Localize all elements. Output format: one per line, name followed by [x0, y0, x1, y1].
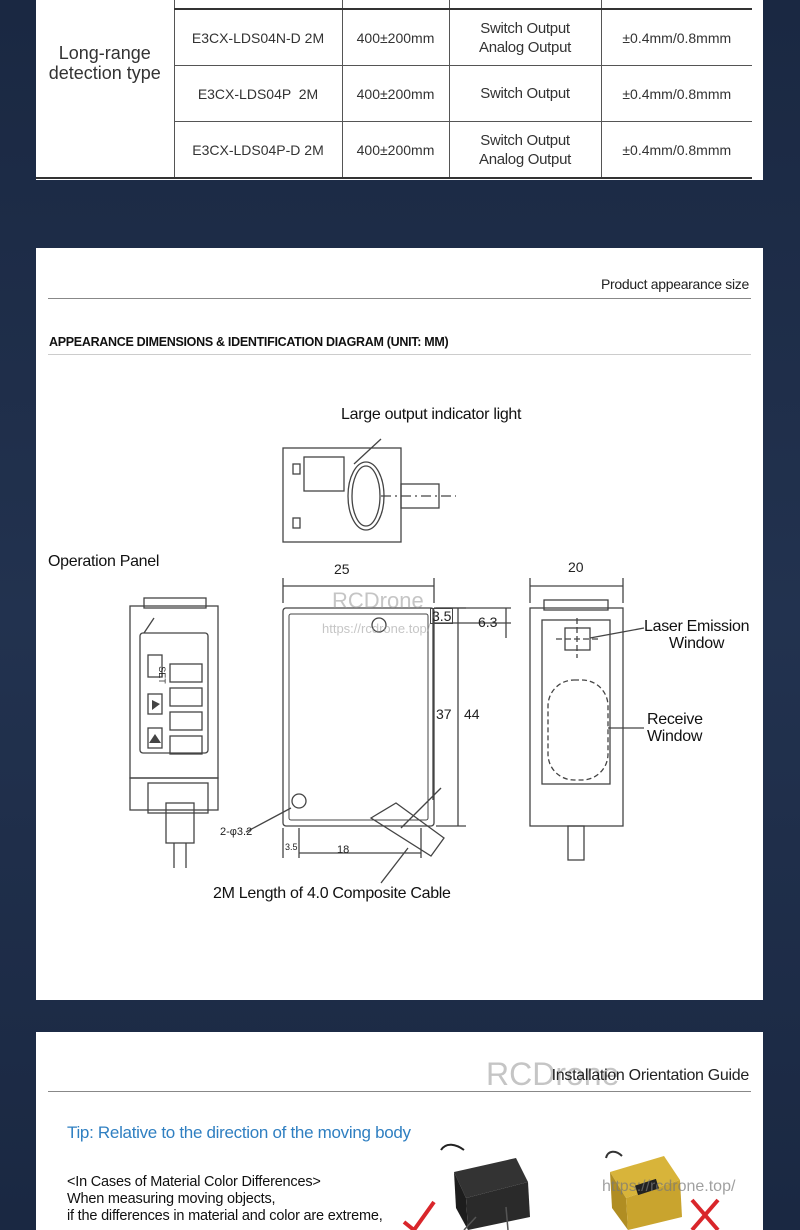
dim-hole: 2-φ3.2: [220, 826, 253, 838]
output-cell: Switch Output Analog Output: [449, 121, 602, 179]
dim-37: 37: [436, 706, 452, 722]
table-row: [36, 0, 752, 10]
body-line: if the differences in material and color…: [67, 1208, 383, 1224]
cable-label: 2M Length of 4.0 Composite Cable: [213, 885, 451, 902]
indicator-light-label: Large output indicator light: [341, 406, 522, 423]
watermark-brand: RCDrone: [332, 588, 424, 613]
detection-type-label: Long-range detection type: [36, 9, 175, 179]
dimensions-panel: Product appearance size APPEARANCE DIMEN…: [36, 248, 763, 1000]
dim-width-side: 20: [568, 559, 584, 575]
sensor-correct-image: [440, 1143, 530, 1230]
dim-18: 18: [337, 844, 350, 856]
model-cell: E3CX-LDS04P 2M: [174, 65, 343, 122]
model-cell: E3CX-LDS04P-D 2M: [174, 121, 343, 179]
divider: [48, 354, 751, 355]
divider: [48, 1091, 751, 1092]
dim-3-5: 3.5: [430, 608, 454, 624]
accuracy-cell: ±0.4mm/0.8mmm: [601, 121, 752, 179]
laser-window-label: Laser Emission Window: [644, 618, 750, 652]
installation-panel: RCDrone Installation Orientation Guide T…: [36, 1032, 763, 1230]
accuracy-cell: ±0.4mm/0.8mmm: [601, 65, 752, 122]
dimension-drawing: [129, 438, 645, 884]
output-cell: Switch Output Analog Output: [449, 9, 602, 66]
set-button-label: SET: [156, 666, 167, 684]
table-row: Long-range detection type E3CX-LDS04N-D …: [36, 9, 752, 179]
diagram-heading: APPEARANCE DIMENSIONS & IDENTIFICATION D…: [49, 335, 449, 349]
model-cell: E3CX-LDS04N-D 2M: [174, 9, 343, 66]
body-line: When measuring moving objects,: [67, 1191, 276, 1207]
accuracy-cell: ±0.4mm/0.8mmm: [601, 9, 752, 66]
section-title: Installation Orientation Guide: [551, 1067, 750, 1084]
watermark-url: https://rcdrone.top/: [602, 1178, 736, 1195]
table-row: E3CX-LDS04P 2M 400±200mm Switch Output ±…: [36, 65, 752, 122]
range-cell: 400±200mm: [342, 121, 450, 179]
spec-table: Long-range detection type E3CX-LDS04N-D …: [36, 0, 752, 179]
range-cell: 400±200mm: [342, 9, 450, 66]
cross-icon: [690, 1198, 720, 1230]
body-line: <In Cases of Material Color Differences>: [67, 1174, 321, 1190]
spec-table-panel: Long-range detection type E3CX-LDS04N-D …: [36, 0, 763, 180]
orientation-illustration: [402, 1143, 720, 1230]
tip-text: Tip: Relative to the direction of the mo…: [67, 1123, 411, 1142]
watermark-brand: RCDrone: [486, 1056, 620, 1092]
divider: [48, 298, 751, 299]
table-row: E3CX-LDS04P-D 2M 400±200mm Switch Output…: [36, 121, 752, 179]
dim-3-5-bottom: 3.5: [285, 842, 298, 852]
dim-width-front: 25: [334, 561, 350, 577]
receive-window-label: Receive Window: [647, 711, 703, 745]
range-cell: 400±200mm: [342, 65, 450, 122]
sensor-incorrect-image: [605, 1150, 682, 1230]
operation-panel-label: Operation Panel: [48, 553, 160, 570]
dim-44: 44: [464, 706, 480, 722]
watermark-url: https://rcdrone.top/: [322, 621, 431, 636]
check-icon: [402, 1200, 436, 1230]
section-title: Product appearance size: [601, 276, 749, 292]
output-cell: Switch Output: [449, 65, 602, 122]
dim-6-3: 6.3: [478, 614, 498, 630]
